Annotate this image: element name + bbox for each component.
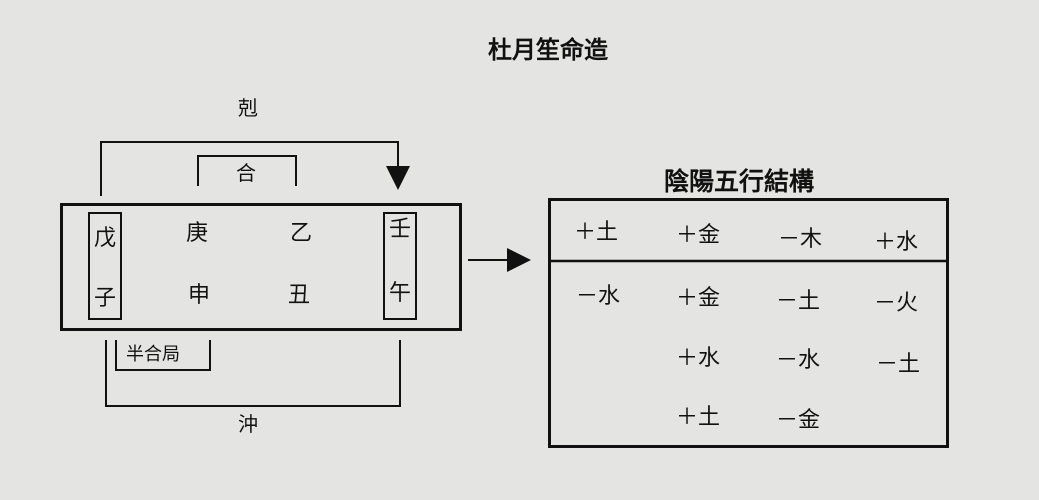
branch-3: 丑	[288, 283, 311, 308]
structure-table	[548, 198, 949, 448]
stem-1: 戊	[94, 226, 117, 251]
banhe-bracket-line	[115, 340, 211, 371]
ren-wu-frame	[383, 212, 417, 320]
branch-1: 子	[94, 286, 117, 311]
row1-cell-4: －火	[874, 291, 919, 316]
pillars-box	[60, 203, 462, 331]
row2-cell-3: －水	[776, 348, 821, 373]
header-cell-2: ＋金	[676, 223, 721, 248]
ke-bracket-line	[100, 141, 410, 196]
wu-zi-frame	[88, 212, 122, 320]
row3-cell-2: ＋土	[676, 405, 721, 430]
chart-title: 杜月笙命造	[488, 36, 608, 64]
row1-cell-2: ＋金	[676, 286, 721, 311]
chong-label: 沖	[238, 412, 258, 436]
banhe-label: 半合局	[126, 344, 180, 365]
row2-cell-4: －土	[876, 352, 921, 377]
row1-cell-3: －土	[776, 289, 821, 314]
ke-label: 剋	[238, 96, 258, 120]
stem-4: 壬	[389, 217, 412, 242]
stem-3: 乙	[290, 221, 313, 246]
stem-2: 庚	[186, 221, 209, 246]
branch-2: 申	[188, 283, 211, 308]
branch-4: 午	[389, 281, 412, 306]
header-cell-4: ＋水	[874, 230, 919, 255]
structure-title: 陰陽五行結構	[664, 167, 815, 196]
row2-cell-2: ＋水	[676, 346, 721, 371]
he-bracket-line	[197, 155, 297, 186]
row1-cell-1: －水	[576, 284, 621, 309]
he-label: 合	[236, 161, 256, 185]
header-cell-3: －木	[778, 227, 823, 252]
chong-bracket-line	[105, 340, 401, 407]
header-cell-1: ＋土	[574, 220, 619, 245]
row3-cell-3: －金	[776, 408, 821, 433]
